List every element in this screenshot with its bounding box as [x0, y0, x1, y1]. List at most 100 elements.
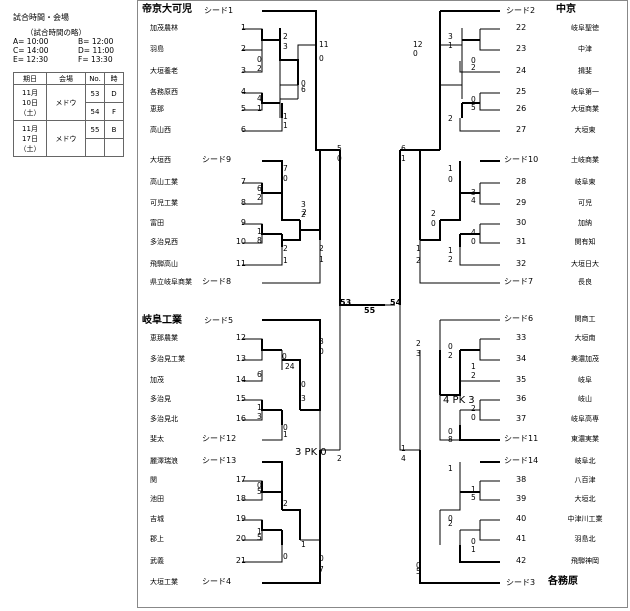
right-team-name: 岐阜聖徳: [571, 24, 599, 32]
left-team-no: 16: [235, 414, 246, 423]
date-2: 11月 17日 （土）: [13, 120, 47, 157]
left-team-no: 5: [240, 104, 246, 113]
left-team-name: 高山工業: [150, 178, 178, 186]
score: 1: [471, 485, 476, 494]
right-team-name: 大垣日大: [571, 260, 599, 268]
score: 1: [257, 227, 262, 236]
score: 5: [471, 493, 476, 502]
score: 3: [257, 412, 262, 421]
score: 0: [471, 537, 476, 546]
right-team-name: 大垣東: [574, 126, 596, 134]
right-team-no: シード11: [504, 434, 539, 443]
score: 1: [301, 540, 306, 549]
time-a: A= 10:00: [13, 37, 49, 46]
right-team-no: 37: [516, 414, 527, 423]
score: 8: [448, 435, 453, 444]
score: 7: [283, 164, 288, 173]
left-team-name: 多治見北: [150, 415, 178, 423]
score: 3: [319, 337, 324, 346]
right-team-name: 飛騨神岡: [571, 557, 599, 565]
left-team-name: 武義: [150, 557, 164, 565]
score: 1: [283, 430, 288, 439]
right-team-no: 28: [516, 177, 527, 186]
left-team-no: シード4: [202, 577, 232, 586]
right-team-name: 中津川工業: [567, 515, 603, 523]
score: 0: [283, 423, 288, 432]
score: 1: [257, 403, 262, 412]
right-team-name: 東濃実業: [571, 435, 599, 443]
right-team-name: 土岐商業: [571, 156, 599, 164]
time-f: F= 13:30: [78, 55, 113, 64]
right-team-name: 中津: [578, 45, 592, 53]
left-team-no: 3: [240, 66, 246, 75]
score: 1: [319, 255, 324, 264]
pk-right: 4 PK 3: [443, 395, 475, 406]
time-e: E= 12:30: [13, 55, 49, 64]
score: 0: [301, 380, 306, 389]
right-team-no: 35: [516, 375, 527, 384]
score: 0: [471, 237, 476, 246]
score: 1: [283, 256, 288, 265]
score: 2: [337, 454, 342, 463]
left-team-name: 多治見西: [150, 238, 178, 246]
seed3-team: 各務原: [548, 576, 578, 587]
score: 2: [283, 499, 288, 508]
score: 2: [257, 64, 262, 73]
score: 0: [413, 49, 418, 58]
seed5-label: シード5: [204, 316, 234, 325]
score: 2: [471, 404, 476, 413]
left-team-no: 17: [235, 475, 246, 484]
score: 2: [416, 339, 421, 348]
score: 2: [448, 519, 453, 528]
left-team-name: 池田: [150, 495, 164, 503]
left-team-no: シード8: [202, 277, 232, 286]
left-team-no: 15: [235, 394, 246, 403]
time-d: D= 11:00: [78, 46, 115, 55]
score: 3: [471, 188, 476, 197]
left-team-no: 20: [235, 534, 246, 543]
match-54: 54: [390, 298, 402, 307]
left-team-name: 加茂: [150, 376, 164, 384]
right-team-no: 34: [516, 354, 527, 363]
left-team-name: 多治見工業: [150, 355, 185, 363]
score: 2: [416, 256, 421, 265]
right-team-name: 八百津: [574, 476, 596, 484]
left-team-no: 10: [235, 237, 246, 246]
match-53: 53: [340, 298, 352, 307]
score: 0: [416, 561, 421, 570]
score: 5: [337, 144, 342, 153]
left-team-no: 2: [240, 44, 246, 53]
right-team-name: 大垣南: [574, 334, 596, 342]
right-team-no: 36: [516, 394, 527, 403]
score: 11: [319, 40, 329, 49]
left-team-name: 恵那農業: [150, 334, 178, 342]
seed2-label: シード2: [506, 6, 536, 15]
score: 0: [301, 79, 306, 88]
left-team-name: 斐太: [150, 435, 164, 443]
right-team-no: 40: [516, 514, 527, 523]
left-team-no: シード9: [202, 155, 232, 164]
score: 2: [319, 244, 324, 253]
left-team-name: 加茂農林: [150, 24, 178, 32]
score: 5: [471, 103, 476, 112]
time-c: C= 14:00: [13, 46, 49, 55]
right-team-name: 大垣北: [574, 495, 596, 503]
left-team-no: 8: [240, 198, 246, 207]
left-team-name: 富田: [150, 219, 164, 227]
seed1-label: シード1: [204, 6, 234, 15]
score: 0: [319, 347, 324, 356]
score: 8: [257, 236, 262, 245]
left-team-name: 飛騨高山: [150, 260, 178, 268]
left-team-no: 4: [240, 87, 246, 96]
right-team-no: シード6: [504, 314, 534, 323]
right-team-name: 岐阜高専: [571, 415, 599, 423]
score: 0: [471, 413, 476, 422]
left-team-no: 7: [240, 177, 246, 186]
score: 0: [283, 174, 288, 183]
score: 1: [257, 104, 262, 113]
right-team-name: 岐山: [578, 395, 592, 403]
score: 6: [257, 184, 262, 193]
left-team-name: 可児工業: [150, 199, 178, 207]
score: 0: [257, 55, 262, 64]
score: 1: [257, 527, 262, 536]
